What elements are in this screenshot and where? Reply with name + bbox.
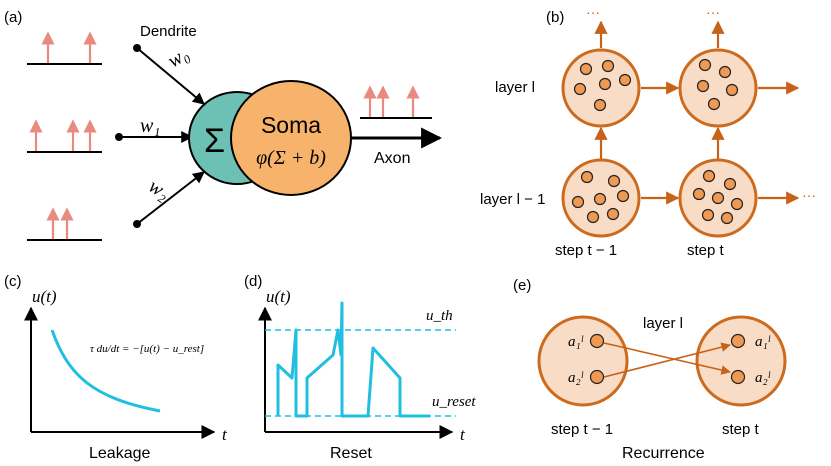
reset-label: u_reset — [432, 394, 476, 410]
panel-e: (e) layer l a₁ˡ a₂ˡ a₁ˡ a₂ˡ step t − 1 s… — [513, 277, 787, 462]
membrane-trace — [276, 301, 430, 418]
neuron-a2-step-t — [730, 369, 746, 385]
panel-d-label: (d) — [244, 273, 262, 290]
weight-w1: w₁ — [140, 115, 160, 137]
recurrence-layer-label: layer l — [643, 315, 683, 332]
neuron-a1-step-prev — [589, 333, 605, 349]
spike-train-3 — [27, 207, 102, 241]
weight-w0: w₀ — [164, 43, 193, 72]
recurrence-node-step-prev — [537, 315, 629, 407]
panel-c-label: (c) — [4, 273, 22, 290]
neuron-a1-step-t — [730, 333, 746, 349]
soma-node — [230, 80, 352, 196]
axon-label: Axon — [374, 150, 410, 167]
recurrent-connections — [603, 342, 731, 378]
layer-node-l-step-prev — [561, 48, 641, 128]
leakage-equation: τ du/dt = −[u(t) − u_rest] — [90, 343, 204, 355]
a1-label-step-prev: a₁ˡ — [568, 334, 584, 350]
dots-right: ··· — [802, 187, 816, 203]
output-spike-train — [360, 85, 432, 119]
leakage-x-axis-label: t — [222, 425, 228, 444]
panel-a: (a) Dendrite w₀ w₁ w — [4, 9, 443, 241]
step-t-minus-1-label: step t − 1 — [555, 242, 617, 259]
panel-b: (b) ··· ··· ··· layer l layer l − 1 step… — [480, 4, 816, 259]
leakage-caption: Leakage — [89, 445, 150, 462]
layer-node-l-step-t — [678, 48, 758, 128]
panel-e-label: (e) — [513, 277, 531, 294]
a1-label-step-t: a₁ˡ — [755, 334, 771, 350]
reset-caption: Reset — [330, 445, 372, 462]
leakage-y-axis-label: u(t) — [32, 287, 57, 306]
recurrence-step-t-minus-1: step t − 1 — [551, 421, 613, 438]
dots-top-right: ··· — [706, 4, 720, 20]
neuron-a2-step-prev — [589, 369, 605, 385]
spike-train-2 — [27, 119, 102, 153]
sigma-symbol: Σ — [204, 122, 225, 160]
reset-x-axis-label: t — [460, 425, 466, 444]
soma-label: Soma — [261, 112, 321, 138]
recurrence-node-step-t — [695, 315, 787, 407]
layer-node-l-minus-1-step-prev — [561, 158, 641, 238]
step-t-label: step t — [687, 242, 725, 259]
dendrite-inputs — [115, 44, 205, 228]
threshold-label: u_th — [426, 308, 453, 324]
dots-top-left: ··· — [586, 4, 600, 20]
dendrite-label: Dendrite — [140, 23, 197, 40]
spike-train-1 — [27, 31, 102, 65]
recurrence-caption: Recurrence — [622, 445, 705, 462]
panel-b-label: (b) — [546, 9, 564, 26]
layer-l-label: layer l — [495, 79, 535, 96]
a2-label-step-prev: a₂ˡ — [568, 370, 584, 386]
reset-y-axis-label: u(t) — [266, 287, 291, 306]
panel-c: (c) u(t) t τ du/dt = −[u(t) − u_rest] Le… — [4, 273, 228, 462]
panel-d: (d) u(t) t u_th u_reset Reset — [244, 273, 476, 462]
network-connections — [594, 20, 800, 205]
panel-a-label: (a) — [4, 9, 22, 26]
a2-label-step-t: a₂ˡ — [755, 370, 771, 386]
leakage-curve — [50, 329, 161, 413]
recurrence-step-t: step t — [722, 421, 760, 438]
layer-node-l-minus-1-step-t — [678, 158, 758, 238]
activation-function: φ(Σ + b) — [256, 147, 326, 169]
layer-l-minus-1-label: layer l − 1 — [480, 191, 545, 208]
